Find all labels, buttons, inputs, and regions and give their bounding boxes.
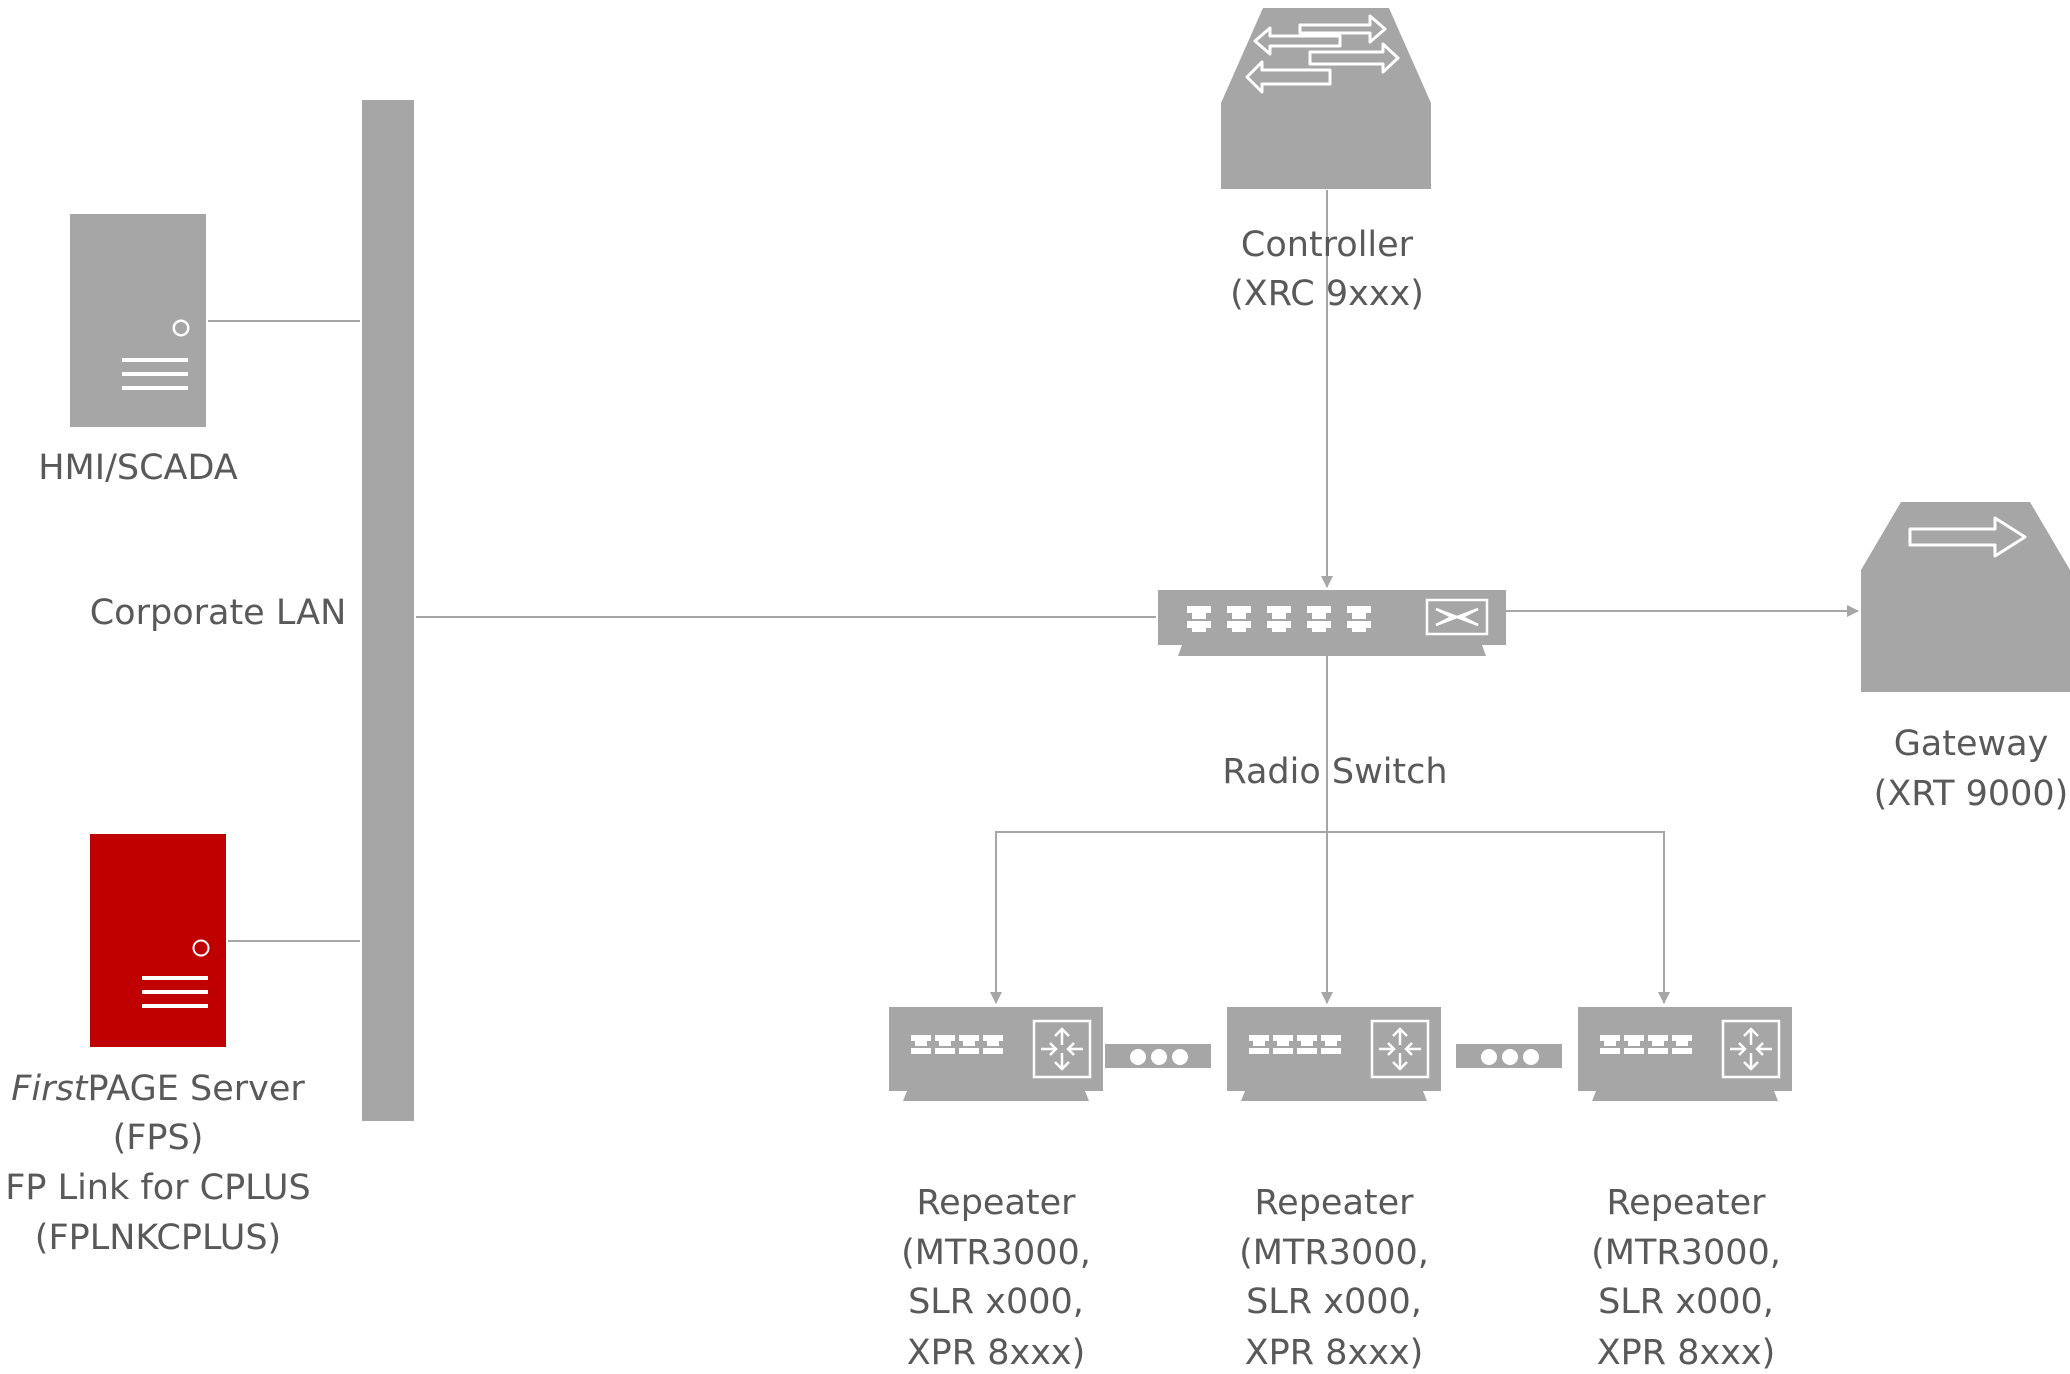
repeater-label-line3: SLR x000, (908, 1282, 1084, 1322)
controller-label-line1: Controller (1241, 225, 1414, 265)
repeater-label-line1: Repeater (1254, 1183, 1414, 1223)
controller-icon (1221, 8, 1431, 189)
repeater-icon (1227, 1007, 1441, 1101)
repeater-label-line3: SLR x000, (1246, 1282, 1422, 1322)
repeater-label-line2: (MTR3000, (1591, 1233, 1781, 1273)
repeater-label-line1: Repeater (916, 1183, 1076, 1223)
repeater-label-line4: XPR 8xxx) (1597, 1333, 1776, 1373)
repeater-left-label: Repeater (MTR3000, SLR x000, XPR 8xxx) (901, 1183, 1091, 1373)
fps-label-line4: (FPLNKCPLUS) (35, 1218, 281, 1258)
radio-switch-icon (1158, 590, 1506, 656)
repeater-center (1227, 1007, 1441, 1101)
fps-first-italic: First (11, 1069, 88, 1109)
repeater-label-line2: (MTR3000, (1239, 1233, 1429, 1273)
repeater-label-line3: SLR x000, (1598, 1282, 1774, 1322)
fps-server-icon (90, 834, 226, 1047)
controller-label-line2: (XRC 9xxx) (1230, 274, 1424, 314)
repeater-right (1578, 1007, 1792, 1101)
repeater-ellipsis-connector-1 (1105, 1044, 1211, 1068)
gateway-label-line1: Gateway (1894, 724, 2049, 764)
lan-bus-bar (362, 100, 414, 1121)
radio-switch-label: Radio Switch (1222, 752, 1447, 792)
repeater-label-line1: Repeater (1606, 1183, 1766, 1223)
corporate-lan-label: Corporate LAN (90, 593, 347, 633)
fps-label-line2: (FPS) (113, 1118, 204, 1158)
repeater-left (889, 1007, 1103, 1101)
repeater-label-line4: XPR 8xxx) (907, 1333, 1086, 1373)
repeater-icon (889, 1007, 1103, 1101)
hmi-server-icon (70, 214, 206, 427)
repeater-icon (1578, 1007, 1792, 1101)
repeater-ellipsis-connector-2 (1456, 1044, 1562, 1068)
repeater-distribution-bus (995, 831, 1670, 1004)
gateway-icon (1861, 502, 2070, 692)
fps-label-line3: FP Link for CPLUS (5, 1168, 311, 1208)
repeater-label-line2: (MTR3000, (901, 1233, 1091, 1273)
hmi-label: HMI/SCADA (38, 448, 238, 488)
repeater-center-label: Repeater (MTR3000, SLR x000, XPR 8xxx) (1239, 1183, 1429, 1373)
gateway-label-line2: (XRT 9000) (1874, 774, 2069, 814)
repeater-label-line4: XPR 8xxx) (1245, 1333, 1424, 1373)
fps-label-line1: FirstPAGE Server (11, 1069, 305, 1109)
connections (208, 190, 1859, 1004)
repeater-right-label: Repeater (MTR3000, SLR x000, XPR 8xxx) (1591, 1183, 1781, 1373)
fps-page-server: PAGE Server (87, 1069, 305, 1109)
